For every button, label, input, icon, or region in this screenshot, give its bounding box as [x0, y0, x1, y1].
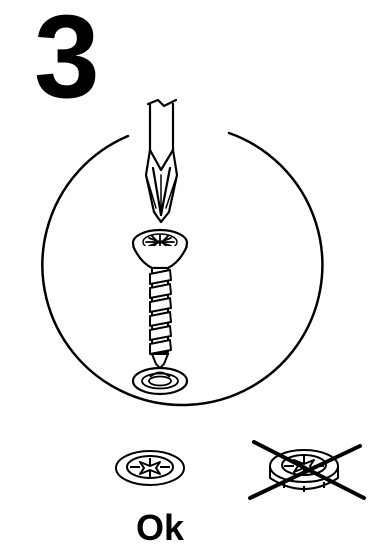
cross-head-screw-icon	[133, 230, 187, 394]
flush-screw-head-icon	[116, 451, 184, 485]
detail-circle	[42, 133, 322, 405]
ok-label: Ok	[136, 510, 184, 546]
protruding-screw-head-crossed-out-icon	[250, 442, 364, 498]
phillips-screwdriver-icon	[146, 100, 177, 222]
